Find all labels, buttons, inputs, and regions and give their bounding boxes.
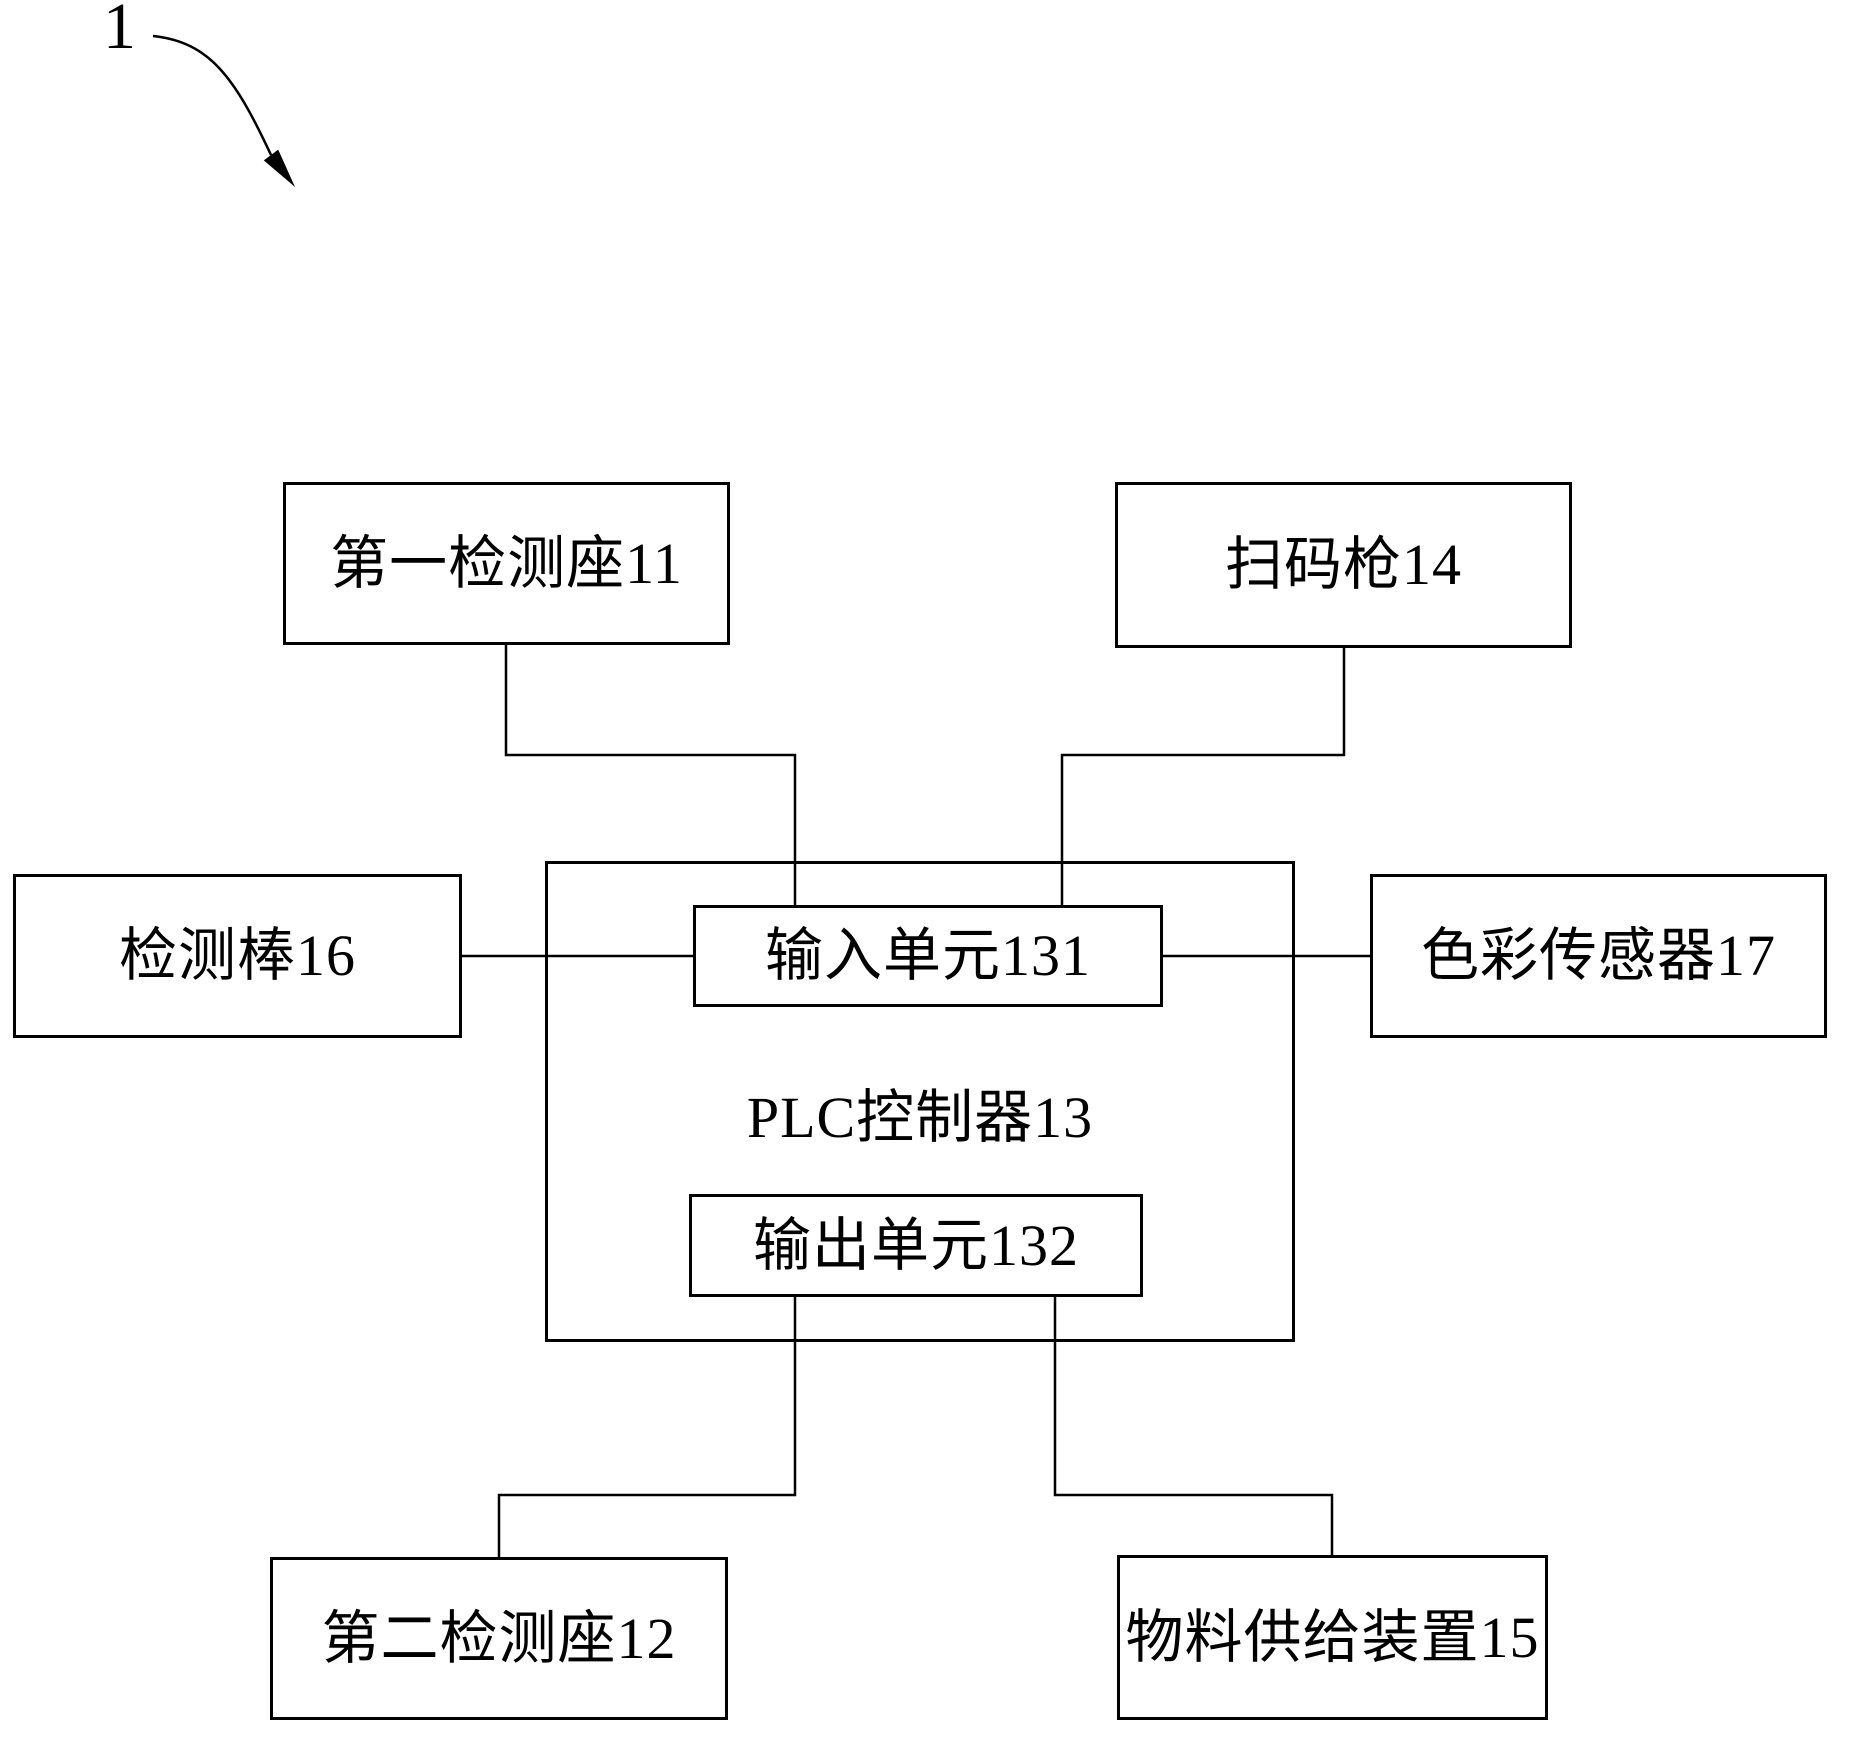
- block-detection-rod: 检测棒16: [13, 874, 462, 1038]
- block-plc-controller-label: PLC控制器13: [746, 1085, 1094, 1150]
- block-detection-rod-label: 检测棒16: [118, 923, 356, 988]
- block-color-sensor-label: 色彩传感器17: [1420, 923, 1776, 988]
- block-output-unit: 输出单元132: [689, 1194, 1143, 1297]
- block-scanner-gun-label: 扫码枪14: [1224, 532, 1462, 597]
- figure-reference-arrow: [152, 34, 273, 156]
- block-output-unit-label: 输出单元132: [752, 1212, 1079, 1278]
- block-input-unit-label: 输入单元131: [764, 923, 1091, 988]
- block-input-unit: 输入单元131: [693, 905, 1163, 1007]
- block-scanner-gun: 扫码枪14: [1115, 482, 1572, 648]
- block-second-detection-seat: 第二检测座12: [270, 1557, 728, 1720]
- block-material-supply-device-label: 物料供给装置15: [1125, 1604, 1540, 1670]
- block-first-detection-seat: 第一检测座11: [283, 482, 730, 645]
- block-color-sensor: 色彩传感器17: [1370, 874, 1827, 1038]
- figure-reference-number: 1: [103, 0, 136, 63]
- block-material-supply-device: 物料供给装置15: [1117, 1555, 1548, 1720]
- block-second-detection-seat-label: 第二检测座12: [321, 1605, 677, 1671]
- block-plc-controller: PLC控制器13: [545, 861, 1295, 1342]
- block-first-detection-seat-label: 第一检测座11: [330, 530, 683, 596]
- figure-reference-arrowhead: [263, 149, 295, 187]
